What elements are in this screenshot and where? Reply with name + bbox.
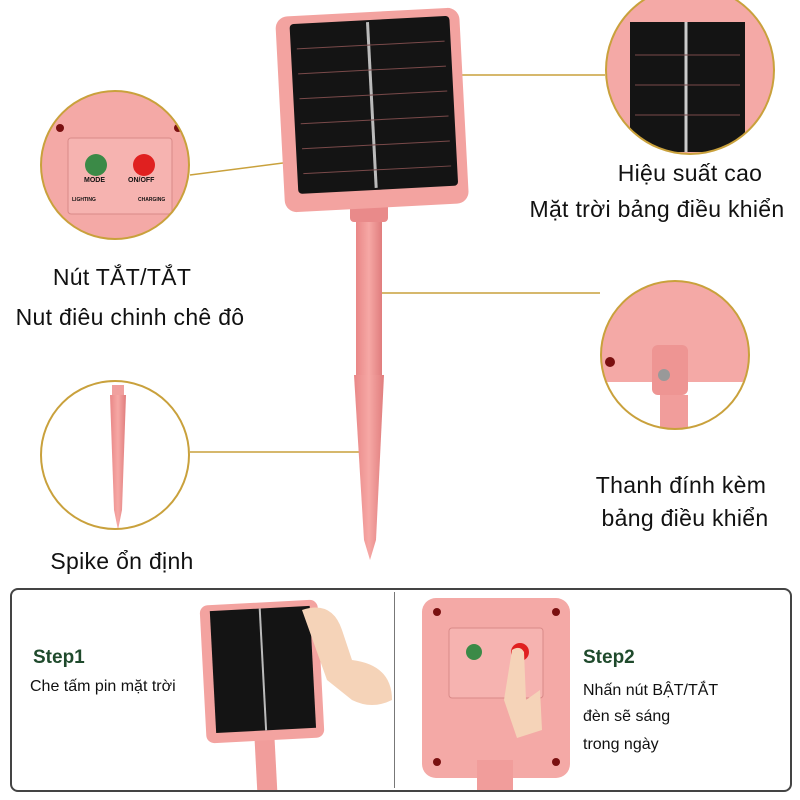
switch-detail-circle xyxy=(41,91,189,239)
steps-box xyxy=(10,588,792,792)
bracket-detail-circle xyxy=(601,281,749,429)
bracket-caption-line1: Thanh đính kèm xyxy=(595,472,767,498)
steps-divider xyxy=(394,592,395,788)
steps-illustration xyxy=(199,598,570,790)
switch-caption-line2: Nut điêu chinh chê đô xyxy=(15,304,245,330)
onoff-label: ON/OFF xyxy=(128,177,155,184)
bracket-caption-line2: bảng điều khiển xyxy=(601,505,769,531)
covered-panel-image xyxy=(199,599,325,790)
spike-detail-circle xyxy=(110,385,126,530)
lighting-label: LIGHTING xyxy=(72,197,96,203)
step1-title: Step1 xyxy=(33,647,85,668)
spike-caption: Spike ổn định xyxy=(50,548,194,574)
charging-label: CHARGING xyxy=(138,197,166,203)
step2-text-line1: Nhấn nút BẬT/TẮT xyxy=(583,682,719,699)
solar-light-product xyxy=(275,7,469,560)
mode-label: MODE xyxy=(84,177,105,184)
hand-icon xyxy=(302,607,392,705)
finger-icon xyxy=(504,647,542,738)
step1-text: Che tấm pin mặt trời xyxy=(30,678,176,695)
panel-detail-circle xyxy=(606,0,774,154)
panel-caption-line2: Mặt trời bảng điều khiển xyxy=(529,196,785,222)
control-box-image xyxy=(422,598,570,790)
step2-title: Step2 xyxy=(583,647,635,668)
switch-caption-line1: Nút TẮT/TẮT xyxy=(52,264,192,290)
step2-text-line3: trong ngày xyxy=(583,736,659,753)
step2-text-line2: đèn sẽ sáng xyxy=(583,708,671,725)
panel-caption-line1: Hiệu suất cao xyxy=(617,160,763,186)
